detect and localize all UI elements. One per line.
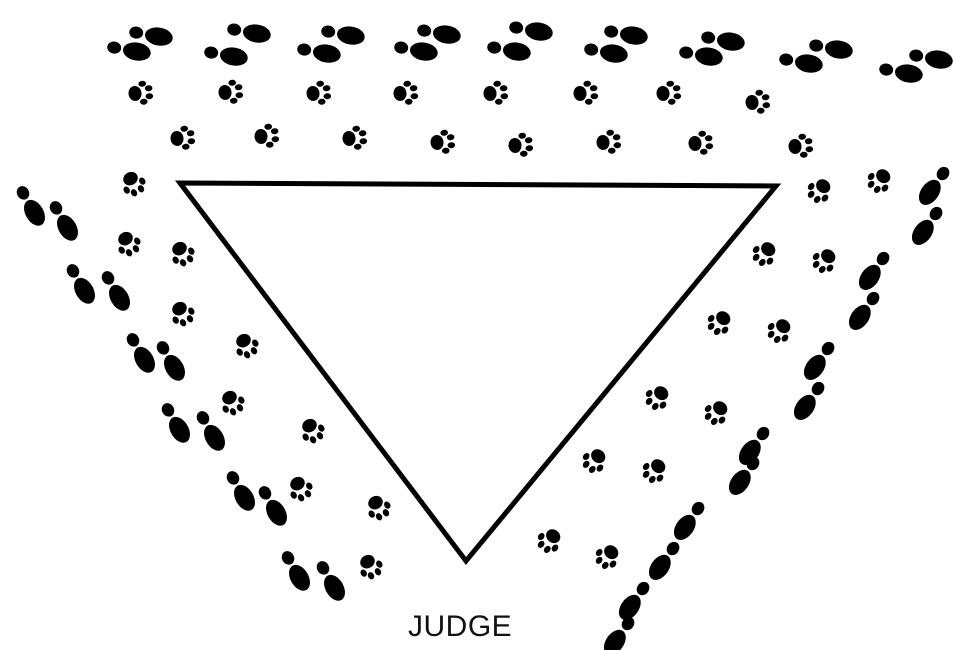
paw-print — [507, 132, 533, 158]
shoe-print — [907, 203, 947, 249]
paw-print — [591, 539, 625, 573]
shoe-print — [678, 42, 724, 67]
shoe-print — [320, 21, 366, 46]
paw-print — [533, 523, 567, 557]
shoe-print — [778, 49, 824, 74]
judge-label: JUDGE — [408, 610, 512, 644]
shoe-print — [854, 248, 894, 294]
shoe-print — [603, 21, 649, 46]
shoe-print — [799, 338, 839, 384]
paw-print — [253, 123, 279, 149]
paw-print — [578, 443, 612, 477]
paw-print — [296, 414, 329, 447]
shoe-print — [222, 467, 260, 514]
shoe-print — [45, 197, 83, 244]
paw-print — [641, 380, 675, 414]
shoe-print — [312, 557, 350, 604]
paw-print — [284, 472, 317, 505]
shoe-print — [486, 37, 532, 62]
paw-print — [216, 386, 249, 419]
paw-print — [787, 133, 813, 159]
paw-print — [112, 227, 145, 260]
shoe-print — [508, 17, 554, 42]
paw-print — [655, 80, 681, 106]
shoe-print — [914, 163, 954, 209]
shoe-print — [789, 378, 829, 424]
paw-print — [808, 243, 842, 277]
paw-print — [127, 80, 153, 106]
paw-print — [305, 80, 331, 106]
paw-print — [803, 173, 837, 207]
paw-print — [763, 313, 797, 347]
shoe-print — [226, 19, 272, 44]
paw-print — [482, 80, 508, 106]
paw-print — [687, 130, 713, 156]
shoe-print — [393, 37, 439, 62]
paw-print — [166, 237, 199, 270]
shoe-print — [296, 39, 342, 64]
paw-print — [230, 329, 263, 362]
shoe-print — [878, 59, 924, 84]
shoe-print — [106, 37, 152, 62]
shoe-print — [192, 407, 230, 454]
paw-print — [429, 129, 455, 155]
shoe-print — [254, 482, 292, 529]
paw-print — [217, 79, 243, 105]
paw-print — [863, 163, 897, 197]
shoe-print — [644, 538, 684, 584]
paw-print — [392, 80, 418, 106]
left-footprint-path — [12, 167, 395, 604]
shoe-print — [122, 329, 160, 376]
shoe-print — [157, 399, 195, 446]
paw-print — [166, 297, 199, 330]
paw-print — [572, 80, 598, 106]
shoe-print — [277, 547, 315, 594]
paw-print — [700, 395, 734, 429]
shoe-print — [844, 288, 884, 334]
paw-print — [169, 125, 195, 151]
paw-print — [748, 236, 782, 270]
shoe-print — [62, 260, 100, 307]
shoe-print — [203, 42, 249, 67]
shoe-print — [416, 20, 462, 45]
shoe-print — [669, 498, 709, 544]
top-footprint-path — [106, 17, 954, 158]
shoe-print — [614, 578, 654, 624]
shoe-print — [97, 267, 135, 314]
shoe-print — [599, 613, 639, 650]
paw-print — [595, 129, 621, 155]
shoe-print — [152, 337, 190, 384]
paw-print — [354, 550, 387, 583]
shoe-print — [12, 182, 50, 229]
paw-print — [341, 125, 367, 151]
paw-print — [638, 453, 672, 487]
paw-print — [117, 167, 150, 200]
paw-print — [703, 305, 737, 339]
paw-print — [744, 89, 770, 115]
shoe-print — [583, 39, 629, 64]
paw-print — [362, 491, 395, 524]
